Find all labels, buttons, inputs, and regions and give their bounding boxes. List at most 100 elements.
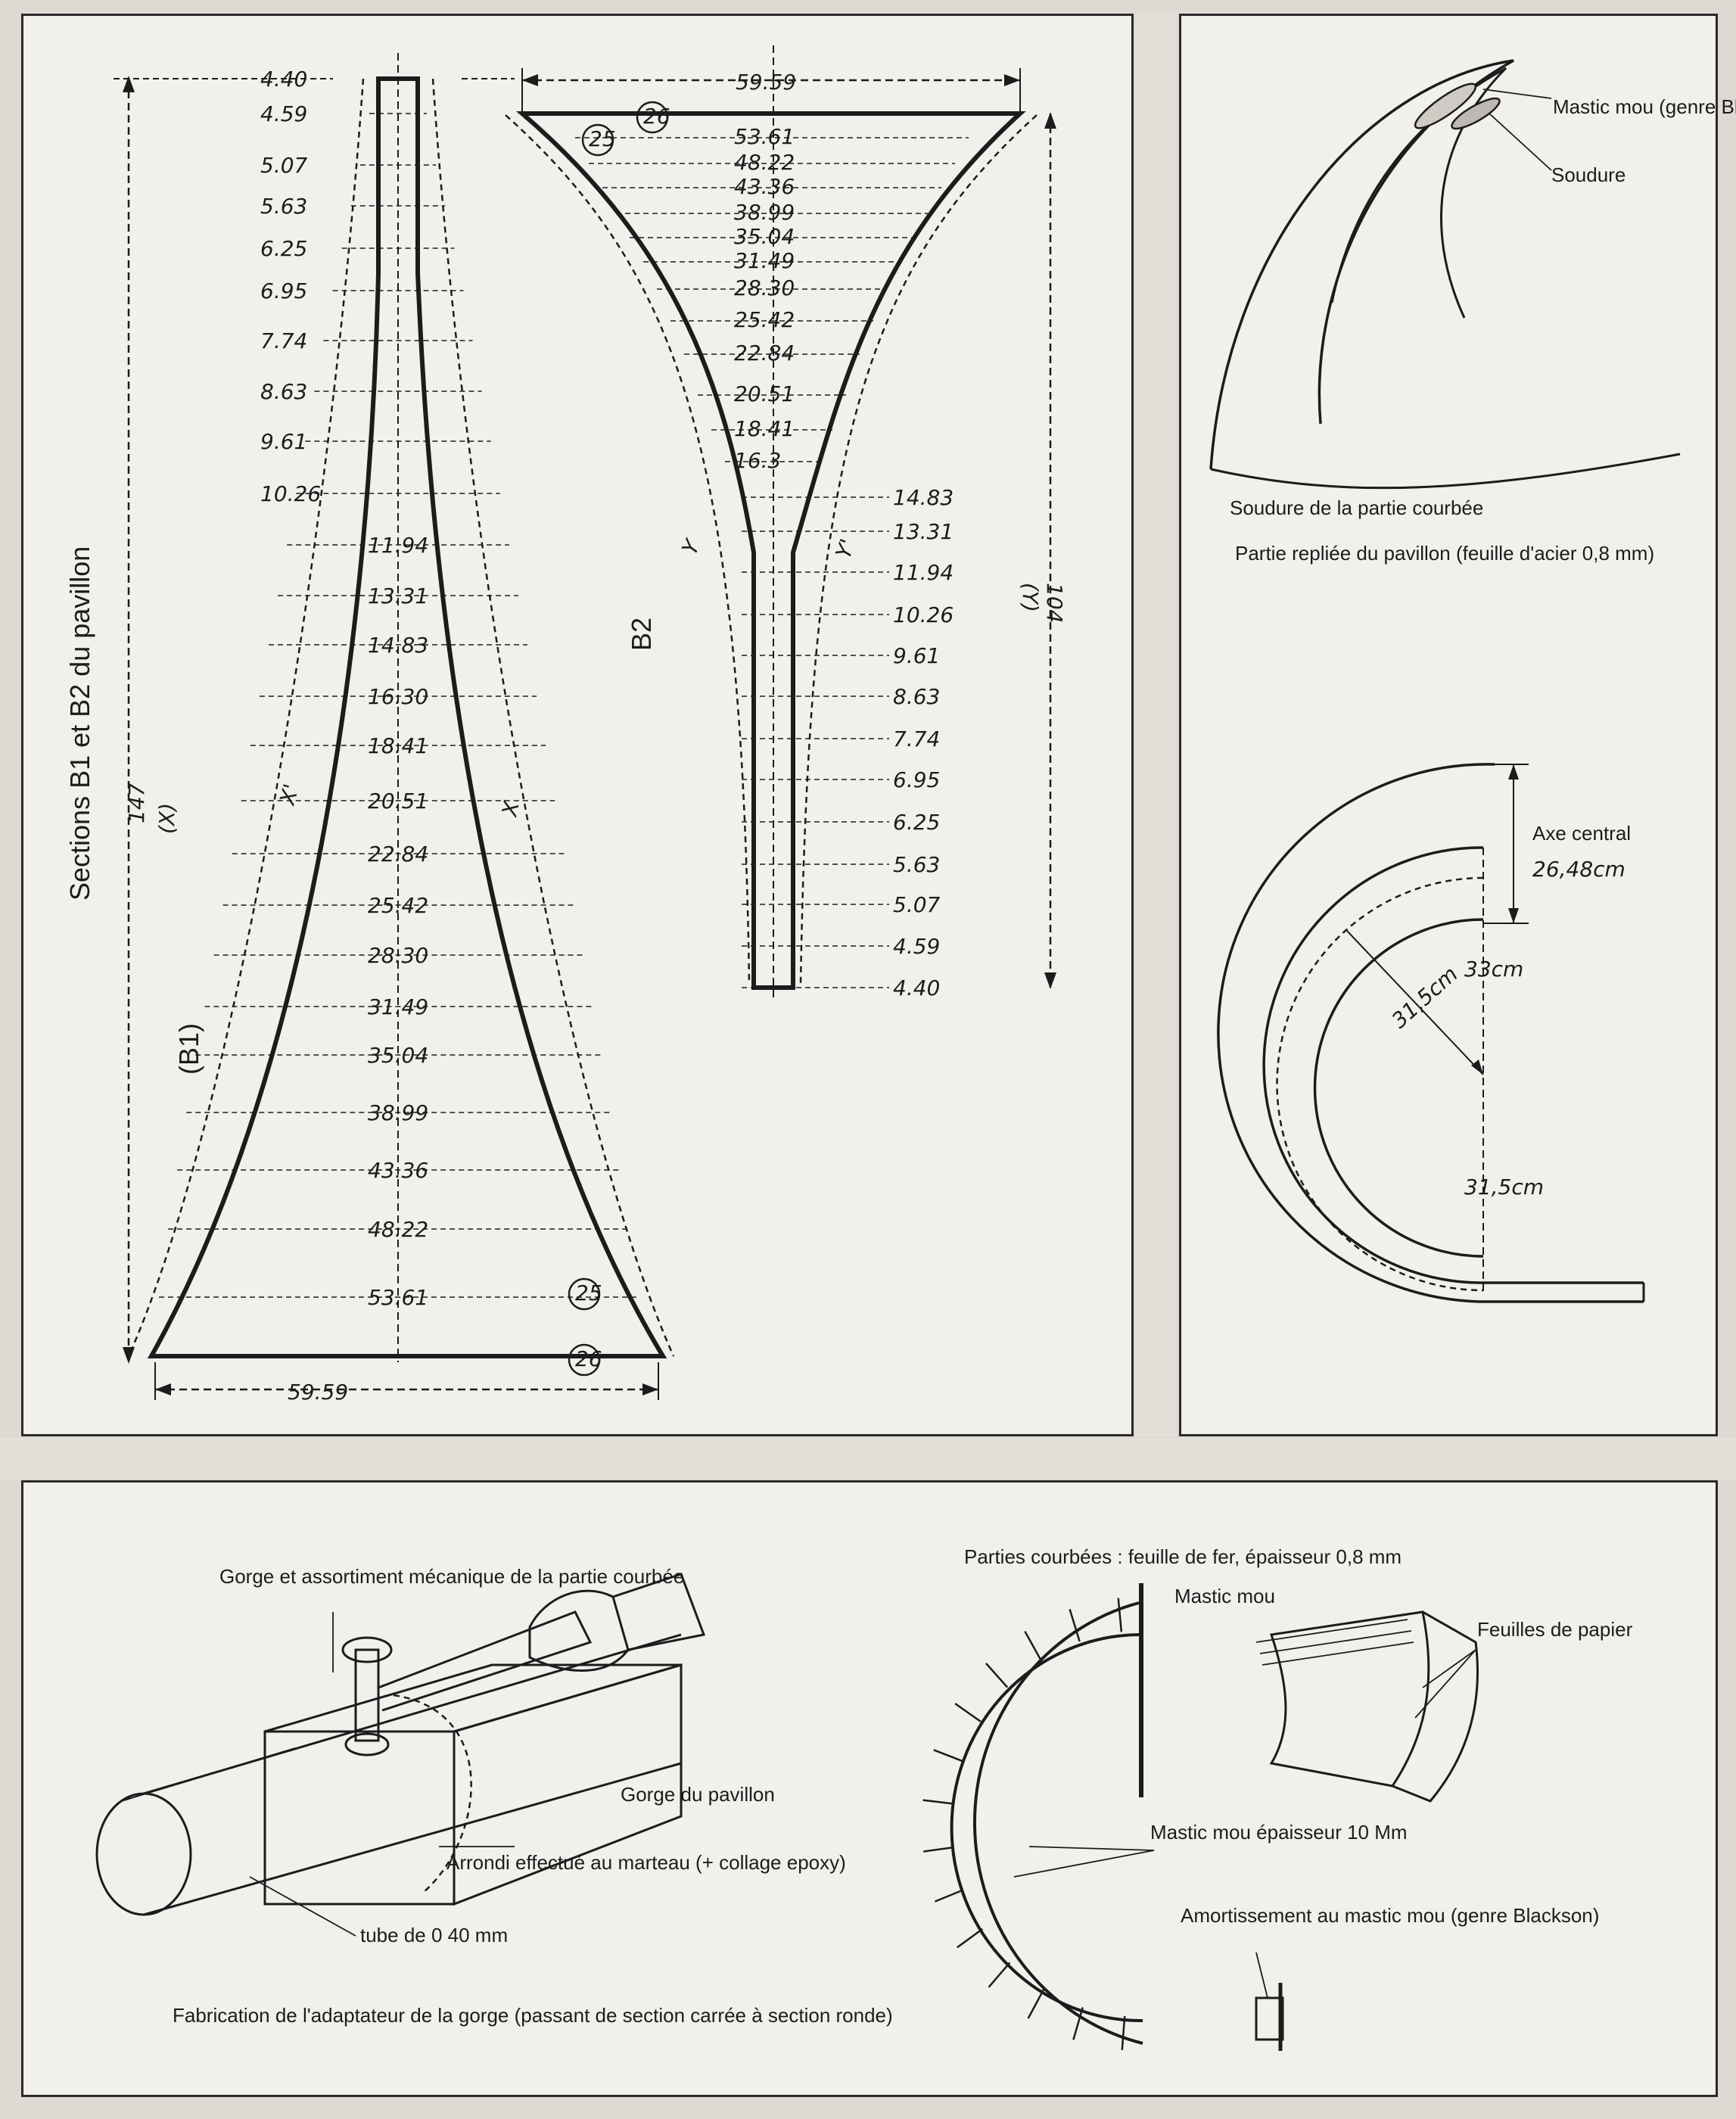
b2-side-width-label: 8.63: [893, 684, 940, 709]
b2-side-width-label: 11.94: [893, 560, 954, 585]
b1-width-label: 7.74: [260, 328, 307, 353]
fabrication-caption: Fabrication de l'adaptateur de la gorge …: [173, 2004, 893, 2027]
b2-length: 104: [1042, 583, 1067, 623]
parties-courbees: Parties courbées : feuille de fer, épais…: [964, 1545, 1402, 1568]
b1-width-label: 28.30: [368, 943, 428, 968]
radius-2: 33cm: [1464, 957, 1523, 982]
b2-outline: [515, 111, 1026, 990]
curve-segment-joint: [988, 1962, 1011, 1988]
curved-sections-drawing: Parties courbées : feuille de fer, épais…: [922, 1545, 1633, 2051]
b1-width-label: 10.26: [260, 481, 321, 506]
arrondi: Arrondi effectué au marteau (+ collage e…: [446, 1851, 846, 1874]
curve-segment-joint: [922, 1799, 954, 1805]
bend-inner-arc-1: [1262, 846, 1644, 1284]
b2-side-width-label: 10.26: [893, 602, 954, 627]
b2-side-width-label: 4.40: [893, 975, 940, 1000]
b2-axis-y: Y: [677, 535, 705, 559]
weld-mastic-blob: [1414, 82, 1477, 129]
paper-block-side: [1392, 1610, 1479, 1803]
curve-segment-joint: [1024, 1630, 1042, 1661]
b2-side-width-label: 5.07: [893, 892, 941, 917]
b1-width-label: 9.61: [260, 429, 307, 454]
tube-mouth: [95, 1792, 192, 1916]
b2-marker-25: [581, 123, 614, 157]
gorge-pavillon: Gorge du pavillon: [621, 1783, 775, 1806]
b2-side-width-label: 9.61: [893, 643, 940, 668]
horn-sections-panel: [21, 14, 1134, 1436]
bend-inner-arc-2: [1313, 918, 1484, 1258]
b2-dashed-left: [505, 114, 751, 985]
curve-segment-joint: [933, 1749, 963, 1763]
b1-width-label: 53.61: [368, 1285, 428, 1310]
b2-side-width-label: 14.83: [893, 485, 954, 510]
b1-width-label: 6.95: [260, 278, 307, 303]
b1-dashed-right: [431, 78, 675, 1357]
b2-width-label: 28.30: [734, 275, 795, 300]
gorge-title-1: Gorge et assortiment mécanique de la par…: [219, 1565, 684, 1588]
b1-width-label: 16.30: [368, 684, 428, 709]
b1-outline: [147, 76, 667, 1358]
feuilles: Feuilles de papier: [1477, 1618, 1633, 1641]
b1-width-label: 4.40: [260, 67, 307, 92]
weld-inner-curve: [1330, 67, 1507, 319]
folded-caption: Partie repliée du pavillon (feuille d'ac…: [1235, 542, 1654, 565]
curve-segment-joint: [1117, 1598, 1123, 1632]
bend-outer-arc: [1217, 763, 1644, 1303]
b2-axis-y-prime: Y': [831, 536, 860, 562]
curved-part-panel: [1179, 14, 1718, 1436]
b2-section: 59.59 104 (Y) 53.6148.2243.3638.9935.043…: [505, 45, 1067, 1000]
b2-width-label: 53.61: [734, 124, 795, 149]
b2-width-label: 16.3: [734, 448, 781, 473]
b1-width-label: 35.04: [368, 1043, 428, 1068]
b2-length-axis: (Y): [1018, 583, 1043, 612]
b2-side-width-label: 13.31: [893, 519, 954, 544]
mastic-mou: Mastic mou: [1174, 1585, 1275, 1607]
b1-length: 147: [124, 783, 149, 823]
b1-width-label: 43.36: [368, 1158, 428, 1183]
b1-width-label: 14.83: [368, 633, 428, 658]
soudure-label: Soudure: [1551, 163, 1626, 186]
hammer-handle: [378, 1610, 593, 1712]
adapter-box-top: [264, 1663, 682, 1733]
b2-side-width-label: 7.74: [893, 727, 940, 751]
b1-section: 4.404.595.075.636.256.957.748.639.6110.2…: [64, 53, 675, 1405]
b1-width-label: 6.25: [260, 236, 307, 261]
b1-axis-x-prime: X': [274, 781, 303, 808]
curve-segment-joint: [1072, 2007, 1084, 2040]
b1-width-label: 38.99: [368, 1100, 428, 1125]
curve-inner: [950, 1633, 1143, 2023]
curve-outer: [972, 1601, 1143, 2045]
radius-3: 31,5cm: [1464, 1175, 1544, 1200]
curve-segment-joint: [1121, 2015, 1126, 2050]
b1-length-arrow-top: [123, 76, 135, 92]
weld-soudure-blob: [1451, 97, 1501, 130]
throat-adapter-drawing: Gorge et assortiment mécanique de la par…: [95, 1565, 893, 2027]
b1-width-label: 11.94: [368, 533, 428, 558]
b1-width-label: 8.63: [260, 379, 307, 404]
b1-width-label: 4.59: [260, 101, 307, 126]
b1-marker-25-text: 25: [575, 1280, 602, 1305]
b1-length-axis: (X): [154, 803, 179, 834]
damping-block: [1255, 1996, 1284, 2041]
adapter-box-front: [263, 1730, 456, 1906]
b2-top-width: 59.59: [736, 70, 796, 95]
sleeve: [612, 1573, 706, 1651]
mastic-label: Mastic mou (genre Blackson): [1553, 95, 1736, 118]
curve-segment-joint: [1027, 1988, 1045, 2019]
b2-width-label: 20.51: [734, 381, 795, 406]
mastic-10: Mastic mou épaisseur 10 Mm: [1150, 1821, 1408, 1844]
b1-width-label: 22.84: [368, 842, 428, 867]
b1-width-label: 5.63: [260, 194, 307, 219]
paper-block-front: [1269, 1610, 1430, 1788]
b2-side-width-label: 6.25: [893, 810, 940, 835]
b2-side-width-label: 6.95: [893, 767, 940, 792]
curve-segment-joint: [954, 1703, 982, 1722]
b2-width-label: 38.99: [734, 200, 795, 225]
b1-dashed-left: [127, 78, 365, 1357]
background-print: [0, 14, 1736, 1480]
hand: [528, 1589, 630, 1672]
axe-label: Axe central: [1532, 822, 1631, 845]
amortissement: Amortissement au mastic mou (genre Black…: [1181, 1904, 1599, 1927]
b1-width-label: 25.42: [368, 893, 428, 918]
b1-marker-26: [568, 1343, 601, 1377]
